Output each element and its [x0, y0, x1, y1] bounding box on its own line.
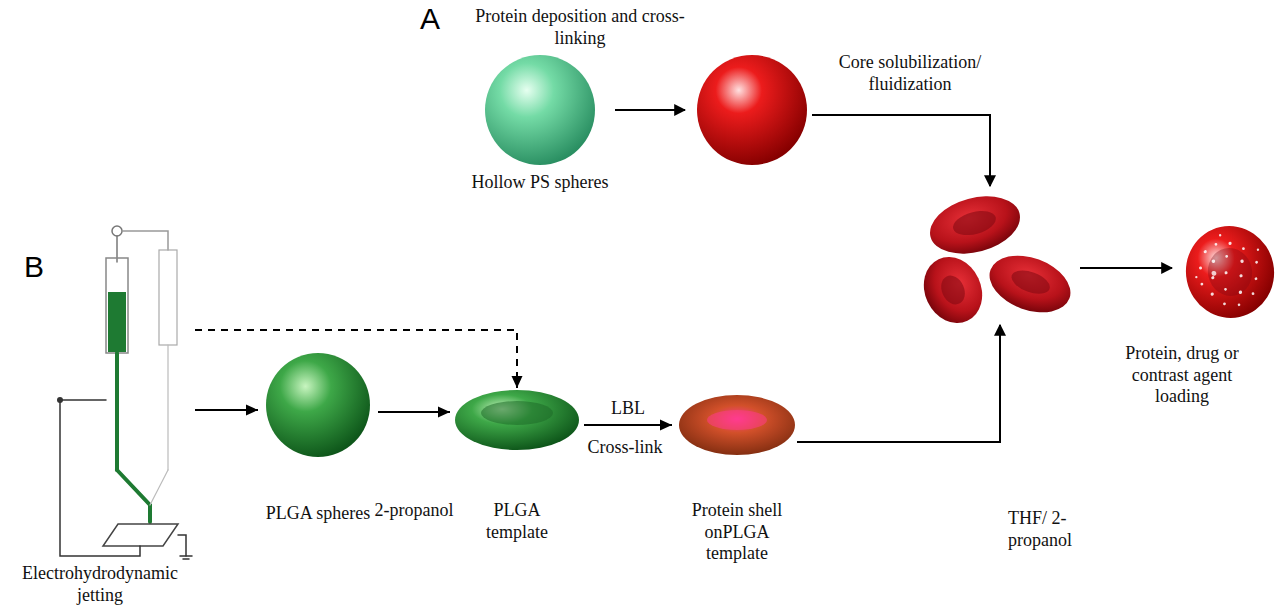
edge-label: LBL	[611, 398, 645, 420]
process-arrow	[615, 109, 685, 111]
step-note: Cross-link	[580, 437, 670, 459]
rbc-cluster	[913, 187, 1078, 333]
node-label: Protein shell onPLGA template	[672, 500, 802, 565]
arrow-head	[512, 376, 523, 388]
jetting-apparatus	[57, 226, 192, 559]
connector-line	[195, 330, 517, 388]
coated-sphere	[697, 55, 807, 165]
process-arrow	[1080, 267, 1172, 269]
arrow-head	[660, 420, 672, 431]
panel-letter: A	[408, 2, 452, 35]
process-connector	[378, 407, 450, 418]
panel-letter: B	[12, 250, 56, 283]
shape-node: Protein, drug or contrast agent loading	[1088, 225, 1276, 425]
arrow-head	[246, 405, 258, 416]
plga-sphere	[266, 353, 370, 457]
node-label: Hollow PS spheres	[455, 172, 625, 194]
node-label: Electrohydrodynamic jetting	[5, 563, 195, 606]
plga-template-disc	[455, 390, 579, 450]
step-note: THF/ 2-propanol	[1008, 508, 1098, 551]
connector-line	[584, 424, 672, 426]
protein-shell-disc	[679, 395, 795, 455]
process-connector	[195, 405, 258, 416]
shape-node: PLGA template	[450, 388, 584, 548]
loaded-rbc	[1177, 218, 1280, 326]
step-note: Core solubilization/ fluidization	[820, 52, 1000, 95]
process-arrow	[797, 325, 1000, 442]
shape-node: Protein shell onPLGA template	[672, 390, 802, 567]
node-label: PLGA spheres	[258, 503, 378, 525]
arrow-head	[438, 407, 450, 418]
node-label: Protein, drug or contrast agent loading	[1088, 343, 1276, 408]
node-label: PLGA template	[450, 500, 584, 543]
ps-sphere	[485, 55, 595, 165]
process-connector	[195, 330, 523, 388]
edge-label: 2-propanol	[375, 500, 454, 522]
process-connector	[584, 420, 672, 431]
shape-node: Hollow PS spheres	[455, 52, 625, 202]
shape-node: PLGA spheres	[258, 350, 378, 530]
process-arrow	[812, 115, 990, 186]
step-note: Protein deposition and cross-linking	[475, 6, 685, 49]
